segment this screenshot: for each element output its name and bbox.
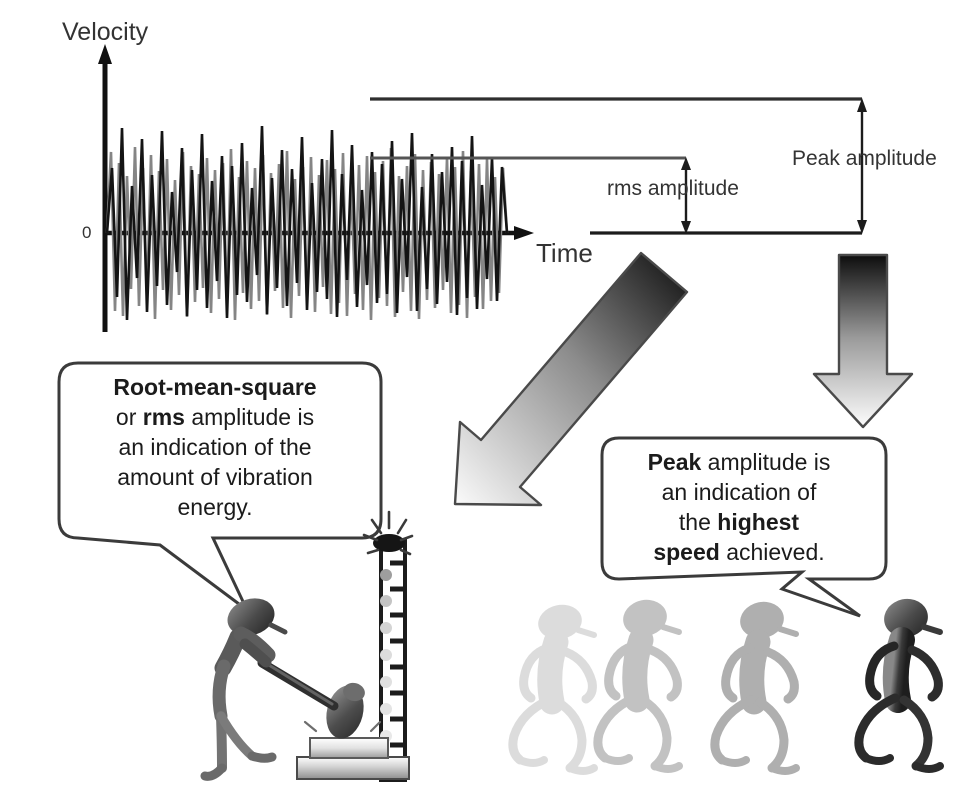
callout-line: or rms amplitude is: [62, 403, 368, 433]
running-figure-3: [710, 601, 800, 775]
callout-emphasis: Root-mean-square: [113, 374, 317, 400]
callout-line: Peak amplitude is: [608, 448, 870, 478]
origin-label: 0: [82, 223, 92, 242]
callout-line: energy.: [62, 493, 368, 523]
callout-emphasis: rms: [142, 403, 185, 430]
vertical-arrow-to-peak: [812, 253, 914, 429]
bell-sparkle-lines: [362, 510, 414, 556]
callout-text: amplitude is: [184, 403, 315, 430]
callout-text: the: [678, 508, 718, 535]
striker-base: [296, 756, 410, 780]
striker-pad: [309, 737, 389, 759]
callout-emphasis: Peak: [647, 449, 702, 475]
callout-text: an indication of the: [118, 433, 312, 460]
y-axis-label: Velocity: [62, 18, 149, 46]
waveform-grey-trace: [105, 146, 509, 321]
callout-text: amount of vibration: [117, 463, 313, 490]
velocity-waveform: [105, 125, 509, 321]
running-figure-4: [854, 598, 944, 773]
striker-stick-figure: [200, 598, 288, 781]
callout-line: amount of vibration: [62, 463, 368, 493]
x-axis-label: Time: [536, 238, 593, 268]
callout-text: amplitude is: [701, 449, 831, 475]
callout-line: the highest: [608, 508, 870, 538]
callout-text: an indication of: [661, 478, 817, 505]
callout-text: achieved.: [719, 538, 825, 565]
peak-amplitude-label: Peak amplitude: [792, 147, 937, 170]
callout-text: energy.: [177, 493, 253, 520]
striker-gauge-ticks: [390, 560, 405, 748]
callout-text: or: [115, 403, 143, 430]
callout-emphasis: speed: [653, 538, 720, 565]
running-figure-2: [593, 599, 683, 773]
striker-gauge-lights: [380, 569, 392, 742]
rms-amplitude-label: rms amplitude: [607, 177, 739, 200]
amplitude-reference-lines: [370, 97, 862, 235]
striker-mallet: [257, 658, 365, 739]
callout-emphasis: highest: [717, 508, 800, 535]
callout-line: speed achieved.: [608, 538, 870, 568]
striker-bell: [373, 534, 405, 552]
callout-line: an indication of: [608, 478, 870, 508]
callout-line: an indication of the: [62, 433, 368, 463]
callout-line: Root-mean-square: [62, 373, 368, 403]
high-striker-strength-tester: [200, 510, 414, 782]
running-figure-1: [508, 604, 598, 775]
waveform-dark-trace: [105, 125, 509, 321]
chart-axes: [98, 44, 534, 332]
